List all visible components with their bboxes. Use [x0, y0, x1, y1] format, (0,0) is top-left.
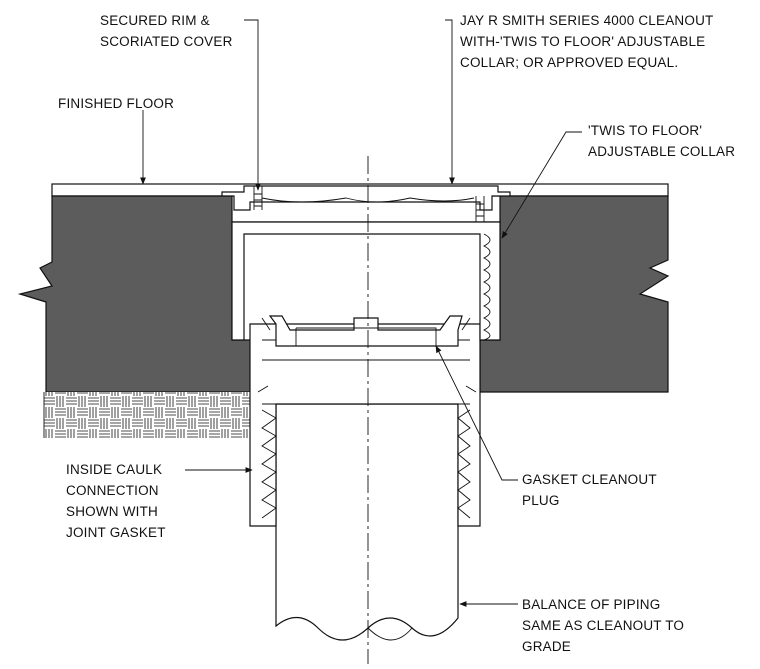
finished-floor-label: FINISHED FLOOR [58, 96, 174, 111]
leaders [140, 19, 582, 607]
inside-caulk-label: INSIDE CAULK CONNECTION SHOWN WITH JOINT… [66, 462, 166, 540]
balance-piping-label: BALANCE OF PIPING SAME AS CLEANOUT TO GR… [522, 597, 688, 654]
rim-and-cover [221, 185, 511, 222]
cleanout-spec-label: JAY R SMITH SERIES 4000 CLEANOUT WITH-'T… [460, 13, 717, 70]
collar-label: 'TWIS TO FLOOR' ADJUSTABLE COLLAR [588, 123, 735, 159]
pipe [275, 403, 459, 641]
rim-cover-label: SECURED RIM & SCORIATED COVER [100, 13, 233, 49]
cleanout-body [249, 323, 481, 527]
adjustable-collar [231, 221, 501, 341]
subgrade-hatch [43, 392, 262, 438]
cleanout-plug [261, 315, 471, 347]
gasket-plug-label: GASKET CLEANOUT PLUG [522, 472, 661, 508]
